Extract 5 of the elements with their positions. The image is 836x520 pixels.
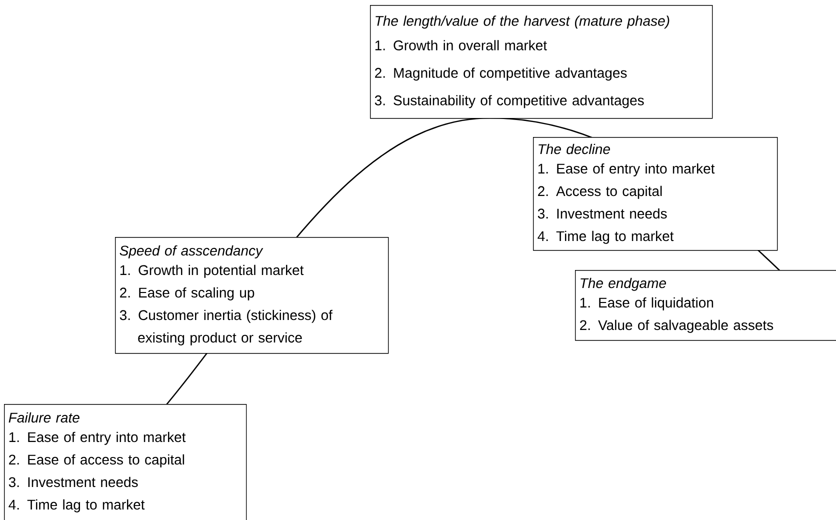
phase-box: Failure rate 1. Ease of entry into market 2. Ease of access to capital 3. Investment needs 4. Time lag to market <box>4 404 247 520</box>
phase-box: The length/value of the harvest (mature phase) 1. Growth in overall market 2. Magnitude of competitive advantages 3. Sustainability of competitive advantages <box>370 5 713 119</box>
phase-box: Speed of asscendancy 1. Growth in potential market 2. Ease of scaling up 3. Customer inertia (stickiness) of existing product or service <box>115 237 389 354</box>
phase-box: The decline 1. Ease of entry into market 2. Access to capital 3. Investment needs 4. Time lag to market <box>533 137 778 251</box>
phase-box: The endgame 1. Ease of liquidation 2. Value of salvageable assets <box>575 270 836 341</box>
